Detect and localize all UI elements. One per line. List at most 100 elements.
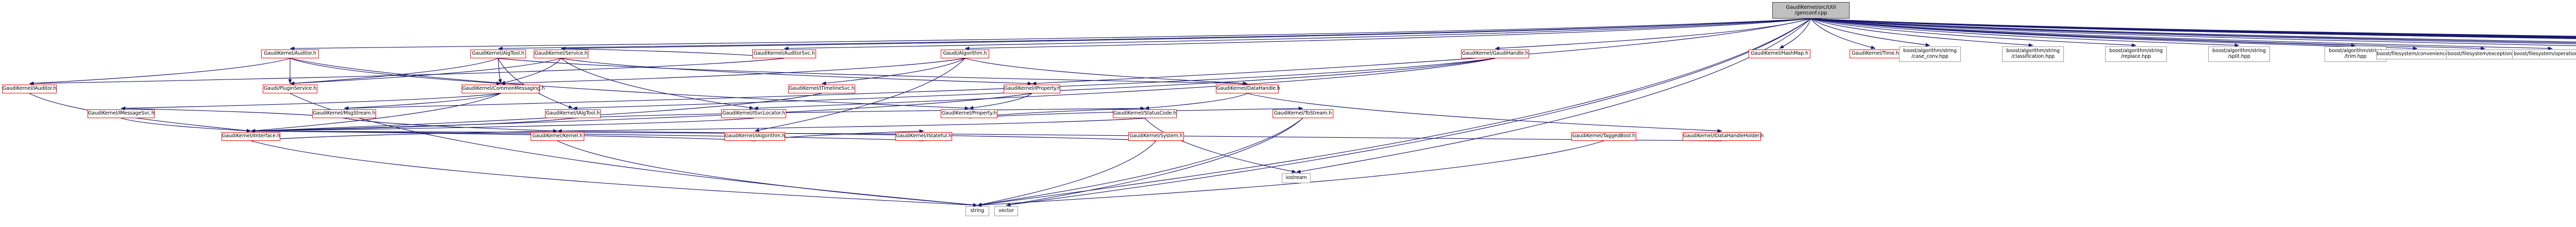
graph-edge [1810, 18, 2576, 38]
graph-edge [498, 58, 573, 109]
graph-edge [29, 58, 291, 86]
graph-node[interactable]: GaudiKernel/IAlgorithm.h [724, 132, 785, 141]
node-label: GaudiKernel/ToStream.h [1274, 110, 1332, 117]
graph-node[interactable]: GaudiKernel/DataHandle.h [1216, 85, 1280, 93]
graph-node[interactable]: GaudiKernel/GaudiHandle.h [1461, 50, 1529, 58]
graph-edge [1810, 18, 1876, 50]
graph-edge [977, 18, 1811, 207]
graph-edge [290, 58, 970, 110]
graph-node[interactable]: boost/filesystem/exception.hpp [2446, 50, 2524, 59]
graph-edge [498, 58, 1248, 86]
graph-node[interactable]: Gaudi/PluginService.h [263, 85, 317, 93]
graph-node[interactable]: GaudiKernel/ITimelineSvc.h [788, 85, 855, 93]
graph-edge [1810, 18, 2240, 47]
graph-edge [561, 58, 754, 110]
graph-node[interactable]: GaudiKernel/IStateful.h [895, 132, 952, 141]
node-label: GaudiKernel/IAuditor.h [3, 86, 57, 92]
node-label: GaudiKernel/System.h [1129, 133, 1183, 139]
graph-node[interactable]: boost/algorithm/string /classification.h… [2002, 46, 2064, 62]
graph-node[interactable]: GaudiKernel/Kernel.h [531, 132, 584, 141]
graph-edge [969, 93, 1032, 110]
graph-node[interactable]: GaudiKernel/IDataHandleHolder.h [1683, 132, 1764, 141]
graph-edge [1810, 18, 2576, 37]
graph-edge [344, 58, 1496, 110]
node-label: GaudiKernel/IStateful.h [896, 133, 952, 139]
graph-edge [964, 58, 1248, 86]
graph-node[interactable]: GaudiKernel/IAuditor.h [2, 85, 57, 93]
node-label: GaudiKernel/Property.h [941, 110, 997, 117]
node-label: GaudiKernel/Auditor.h [264, 51, 316, 57]
graph-node[interactable]: GaudiKernel/ISvcLocator.h [721, 109, 786, 118]
graph-node[interactable]: GaudiKernel/System.h [1128, 132, 1184, 141]
graph-edge [121, 93, 501, 110]
node-label: GaudiKernel/IDataHandleHolder.h [1683, 133, 1764, 139]
node-label: GaudiKernel/DataHandle.h [1216, 86, 1280, 92]
graph-edge [1810, 18, 2576, 46]
graph-node[interactable]: GaudiKernel/IProperty.h [1004, 85, 1060, 93]
graph-node[interactable]: vector [994, 206, 1018, 216]
graph-node[interactable]: GaudiKernel/TaggedBool.h [1571, 132, 1636, 141]
graph-edge [561, 58, 1032, 86]
graph-node[interactable]: boost/filesystem/convenience.hpp [2376, 50, 2459, 59]
graph-node[interactable]: GaudiKernel/Property.h [941, 109, 997, 118]
graph-node[interactable]: boost/algorithm/string /case_conv.hpp [1899, 46, 1961, 62]
graph-root-node[interactable]: GaudiKernel/src/Util /genconf.cpp [1772, 2, 1850, 19]
node-label: boost/filesystem/exception.hpp [2447, 51, 2523, 57]
node-label: GaudiKernel/IProperty.h [1004, 86, 1061, 92]
graph-edge [572, 106, 1145, 119]
graph-node[interactable]: boost/filesystem/operations.hpp [2512, 50, 2576, 59]
graph-node[interactable]: GaudiKernel/Time.h [1850, 50, 1901, 58]
graph-node[interactable]: GaudiKernel/Auditor.h [261, 50, 319, 58]
graph-edge [1006, 118, 1303, 206]
graph-node[interactable]: GaudiKernel/AlgTool.h [470, 50, 526, 58]
graph-node[interactable]: GaudiKernel/IMessageSvc.h [88, 109, 155, 118]
node-label: string [970, 208, 985, 214]
graph-edge [498, 18, 1811, 51]
node-label: boost/algorithm/string /trim.hpp [2329, 48, 2382, 59]
graph-node[interactable]: GaudiKernel/IInterface.h [222, 132, 280, 141]
graph-edge [498, 58, 502, 84]
graph-edge [290, 58, 501, 85]
graph-node[interactable]: boost/algorithm/string /split.hpp [2208, 46, 2270, 62]
graph-edge [1031, 18, 1811, 86]
node-label: GaudiKernel/TaggedBool.h [1572, 133, 1636, 139]
graph-edge [557, 140, 978, 207]
graph-edge [1810, 18, 2418, 51]
node-label: GaudiKernel/src/Util /genconf.cpp [1786, 4, 1836, 16]
node-label: GaudiKernel/Time.h [1852, 51, 1899, 57]
graph-node[interactable]: GaudiKernel/HashMap.h [1749, 50, 1810, 58]
graph-node[interactable]: GaudiKernel/StatusCode.h [1113, 109, 1177, 118]
graph-node[interactable]: GaudiKernel/MsgStream.h [312, 109, 376, 118]
graph-edge [1810, 18, 2033, 47]
graph-node[interactable]: GaudiKernel/Service.h [534, 50, 588, 58]
graph-edge [821, 58, 965, 85]
graph-node[interactable]: GaudiKernel/ToStream.h [1273, 109, 1333, 118]
graph-edge [561, 46, 785, 59]
graph-edge [1296, 18, 1811, 173]
node-label: GaudiKernel/Service.h [534, 51, 588, 57]
graph-edge [1810, 18, 2486, 51]
graph-node[interactable]: string [965, 206, 989, 216]
graph-edge [1495, 18, 1811, 51]
graph-edge [250, 140, 978, 207]
graph-edge [1810, 18, 2576, 44]
graph-node[interactable]: GaudiKernel/CommonMessaging.h [462, 85, 545, 93]
node-label: GaudiKernel/HashMap.h [1751, 51, 1808, 57]
graph-edge [1810, 18, 2576, 37]
graph-node[interactable]: iostream [1282, 173, 1311, 183]
graph-edge [754, 58, 965, 132]
graph-edge [250, 129, 558, 141]
graph-node[interactable]: boost/algorithm/string /replace.hpp [2105, 46, 2167, 62]
node-label: GaudiKernel/ITimelineSvc.h [789, 86, 855, 92]
graph-node[interactable]: Gaudi/Algorithm.h [941, 50, 989, 58]
node-label: GaudiKernel/AlgTool.h [472, 51, 524, 57]
graph-edge [250, 118, 573, 133]
graph-edge [1810, 18, 2553, 51]
graph-node[interactable]: GaudiKernel/AuditorSvc.h [752, 50, 816, 58]
graph-node[interactable]: GaudiKernel/IAlgTool.h [545, 109, 601, 118]
graph-edge [121, 118, 251, 133]
graph-edge [561, 18, 1811, 51]
node-label: GaudiKernel/IAlgorithm.h [725, 133, 785, 139]
node-label: GaudiKernel/IAlgTool.h [546, 110, 600, 117]
